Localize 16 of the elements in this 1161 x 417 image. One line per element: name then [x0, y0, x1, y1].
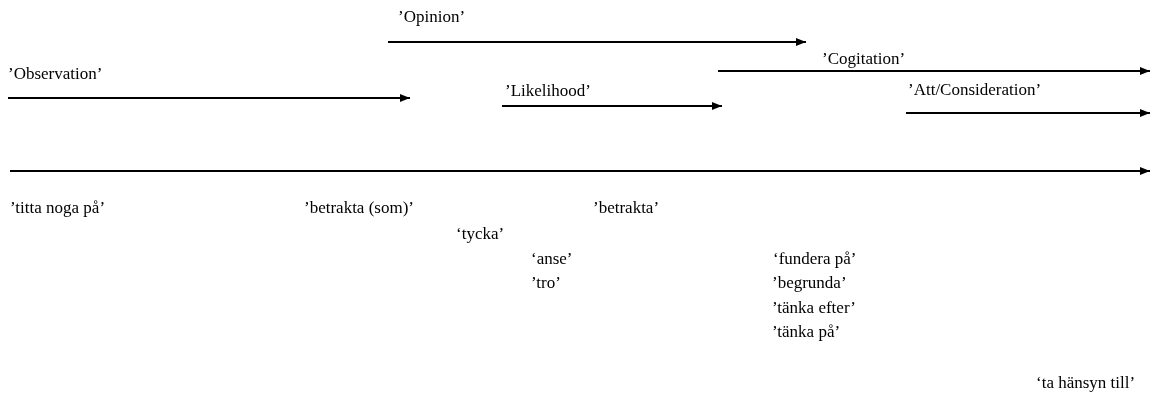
verb-label: ‘anse’ — [531, 249, 573, 269]
verb-label: ’betrakta (som)’ — [304, 198, 414, 218]
verb-label: ’betrakta’ — [593, 198, 660, 218]
arrow-label: ’Opinion’ — [398, 7, 466, 27]
arrow-label: ’Likelihood’ — [505, 81, 591, 101]
arrow-label: ’Observation’ — [8, 64, 103, 84]
verb-label: ’begrunda’ — [772, 273, 847, 293]
arrow-label: ’Att/Consideration’ — [908, 80, 1042, 100]
verb-label: ‘fundera på’ — [773, 249, 857, 269]
verb-label: ‘tycka’ — [456, 224, 505, 244]
verb-label: ‘ta hänsyn till’ — [1036, 373, 1136, 393]
verb-label: ’tänka efter’ — [772, 298, 856, 318]
verb-label: ’tro’ — [531, 273, 561, 293]
verb-label: ’tänka på’ — [772, 322, 841, 342]
arrow-label: ’Cogitation’ — [822, 49, 906, 69]
verb-label: ’titta noga på’ — [10, 198, 106, 218]
